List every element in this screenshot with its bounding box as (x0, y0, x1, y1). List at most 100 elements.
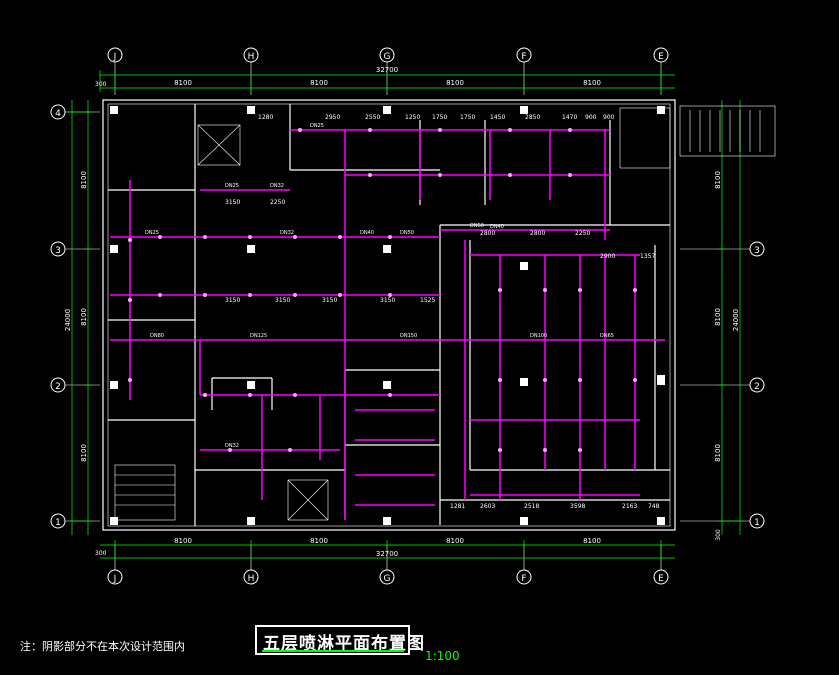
svg-text:1470: 1470 (562, 114, 577, 121)
dim-text: 300 (715, 529, 722, 541)
svg-text:DN25: DN25 (145, 230, 159, 236)
dim-text: 300 (95, 550, 107, 557)
dim-text: 8100 (174, 537, 192, 545)
svg-text:DN32: DN32 (270, 183, 284, 189)
svg-text:3150: 3150 (225, 199, 240, 206)
svg-text:DN32: DN32 (280, 230, 294, 236)
axis-bubbles-top: J H G F E (107, 47, 669, 63)
svg-text:DN40: DN40 (360, 230, 374, 236)
axis-label: 4 (55, 109, 61, 119)
axis-label: G (384, 574, 391, 584)
svg-text:DN32: DN32 (225, 443, 239, 449)
dim-text: 300 (95, 81, 107, 88)
columns (110, 106, 665, 525)
svg-text:2800: 2800 (480, 230, 495, 237)
dim-text: 24000 (732, 309, 740, 331)
dims-top (99, 70, 675, 92)
svg-text:900: 900 (585, 114, 597, 121)
segment-dims: 1280 2950 2550 1250 1750 1750 1450 2850 … (225, 114, 660, 510)
svg-text:748: 748 (648, 503, 660, 510)
svg-text:DN125: DN125 (250, 333, 267, 339)
svg-text:1450: 1450 (490, 114, 505, 121)
axis-label: G (384, 52, 391, 62)
svg-text:DN100: DN100 (530, 333, 547, 339)
dim-text: 24000 (64, 309, 72, 331)
svg-text:3150: 3150 (225, 297, 240, 304)
pipe-size-labels: DN25 DN32 DN40 DN50 DN80 DN125 DN150 DN1… (145, 123, 614, 449)
design-scope-note: 注：阴影部分不在本次设计范围内 (20, 640, 185, 653)
svg-text:1250: 1250 (405, 114, 420, 121)
svg-text:1750: 1750 (460, 114, 475, 121)
axis-label: J (113, 574, 117, 584)
axis-bubbles-left: 4 3 2 1 (50, 104, 66, 529)
dim-text: 8100 (310, 79, 328, 87)
axis-label: J (113, 52, 117, 62)
svg-text:DN25: DN25 (310, 123, 324, 129)
svg-text:900: 900 (603, 114, 615, 121)
svg-text:DN50: DN50 (470, 223, 484, 229)
axis-bubbles-bottom: J H G F E (107, 569, 669, 585)
svg-text:2163: 2163 (622, 503, 637, 510)
svg-text:3150: 3150 (275, 297, 290, 304)
axis-label: 1 (55, 518, 61, 528)
axis-bubble-F-top: F (516, 47, 532, 63)
axis-label: 3 (754, 246, 760, 256)
axis-label: H (248, 574, 255, 584)
title-underline (262, 650, 404, 652)
dim-text: 8100 (310, 537, 328, 545)
dims-bottom (100, 540, 675, 562)
dim-text: 8100 (714, 171, 722, 189)
axis-label: F (521, 574, 526, 584)
axis-bubble-E-top: E (653, 47, 669, 63)
axis-label: 3 (55, 246, 61, 256)
axis-bubble-H-top: H (243, 47, 259, 63)
building-walls (102, 99, 676, 531)
axis-label: E (658, 574, 664, 584)
svg-text:3150: 3150 (322, 297, 337, 304)
svg-text:DN80: DN80 (150, 333, 164, 339)
svg-text:DN25: DN25 (225, 183, 239, 189)
axis-leaders (65, 62, 750, 570)
stairs-elevators (114, 105, 776, 521)
svg-text:2850: 2850 (525, 114, 540, 121)
svg-text:DN150: DN150 (400, 333, 417, 339)
axis-bubble-G-top: G (379, 47, 395, 63)
dim-text: 8100 (583, 79, 601, 87)
dim-text: 8100 (446, 537, 464, 545)
axis-label: F (521, 52, 526, 62)
sprinkler-heads (128, 128, 637, 452)
axis-label: 2 (754, 382, 760, 392)
dims-right (718, 100, 744, 535)
svg-text:1357: 1357 (640, 253, 655, 260)
drawing-title: 五层喷淋平面布置图 (263, 634, 425, 654)
dim-text: 32700 (376, 66, 398, 74)
sprinkler-pipes (110, 129, 665, 520)
svg-text:2550: 2550 (365, 114, 380, 121)
svg-text:1280: 1280 (258, 114, 273, 121)
svg-text:1525: 1525 (420, 297, 435, 304)
svg-text:1281: 1281 (450, 503, 465, 510)
dim-text: 32700 (376, 550, 398, 558)
svg-text:2250: 2250 (575, 230, 590, 237)
axis-label: H (248, 52, 255, 62)
svg-text:DN65: DN65 (600, 333, 614, 339)
svg-text:2800: 2800 (530, 230, 545, 237)
scale-label: 1:100 (425, 649, 460, 663)
dim-text: 8100 (446, 79, 464, 87)
title-frame (255, 625, 410, 655)
axis-bubbles-right: 3 2 1 (749, 241, 765, 529)
svg-text:DN50: DN50 (400, 230, 414, 236)
svg-text:2603: 2603 (480, 503, 495, 510)
svg-text:DN40: DN40 (490, 224, 504, 230)
svg-text:1750: 1750 (432, 114, 447, 121)
dim-text: 8100 (80, 171, 88, 189)
axis-label: 2 (55, 382, 61, 392)
axis-label: E (658, 52, 664, 62)
dim-text: 8100 (714, 308, 722, 326)
dim-text: 8100 (583, 537, 601, 545)
dim-text: 8100 (80, 444, 88, 462)
axis-bubble-J-top: J (107, 47, 123, 63)
axis-label: 1 (754, 518, 760, 528)
dim-text: 8100 (714, 444, 722, 462)
